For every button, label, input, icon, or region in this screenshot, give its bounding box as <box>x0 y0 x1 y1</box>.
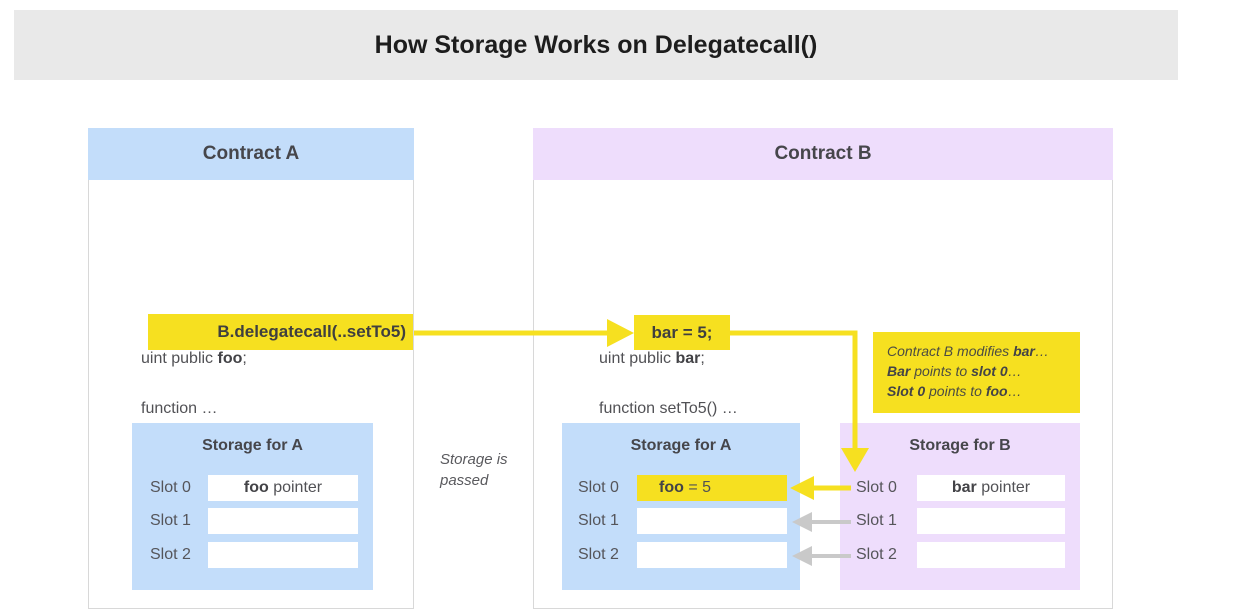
slot-rest: pointer <box>976 479 1031 496</box>
slot1-value-box <box>208 508 358 534</box>
note-bold: bar <box>1013 343 1035 359</box>
note-bold: foo <box>985 383 1008 399</box>
storage-a-right-box: Storage for A Slot 0 foo = 5 Slot 1 Slot… <box>562 423 800 590</box>
assignment-highlight: bar = 5; <box>634 315 730 350</box>
slot1-label: Slot 1 <box>578 512 619 529</box>
storage-a-left-title: Storage for A <box>202 437 303 454</box>
slot-rest: pointer <box>268 479 323 496</box>
slot-var: bar <box>951 479 977 496</box>
slot1-label: Slot 1 <box>856 512 897 529</box>
decl-var: bar <box>675 350 701 367</box>
storage-b-title: Storage for B <box>909 437 1011 454</box>
note-text: Contract B modifies <box>887 343 1014 359</box>
decl-post: ; <box>700 350 705 367</box>
storage-passed-label: Storage is passed <box>440 449 508 491</box>
slot2-value-box <box>917 542 1065 568</box>
slot-var: foo <box>659 479 684 496</box>
note-bold: Slot 0 <box>887 383 926 399</box>
note-bold: slot 0 <box>971 363 1008 379</box>
note-bold: Bar <box>887 363 911 379</box>
decl-pre: uint public <box>141 350 218 367</box>
note-line-1: Contract B modifies bar… <box>887 341 1080 361</box>
contract-b-header: Contract B <box>533 128 1113 180</box>
explanation-note-box: Contract B modifies bar… Bar points to s… <box>873 332 1080 413</box>
slot0-value-box: bar pointer <box>917 475 1065 501</box>
slot0-label: Slot 0 <box>150 479 191 496</box>
decl-post: ; <box>242 350 247 367</box>
contract-b-declaration: uint public bar; <box>599 350 705 368</box>
delegatecall-highlight: B.delegatecall(..setTo5) <box>148 314 413 350</box>
note-text: … <box>1034 343 1049 359</box>
note-text: … <box>1007 383 1022 399</box>
note-text: … <box>1007 363 1022 379</box>
note-line-2: Bar points to slot 0… <box>887 361 1080 381</box>
slot1-value-box <box>637 508 787 534</box>
note-text: points to <box>925 383 986 399</box>
contract-b-function-line: function setTo5() … <box>599 400 738 417</box>
slot0-label: Slot 0 <box>578 479 619 496</box>
note-text: points to <box>910 363 972 379</box>
contract-a-header: Contract A <box>88 128 414 180</box>
storage-a-right-title: Storage for A <box>630 437 732 454</box>
slot2-value-box <box>637 542 787 568</box>
slot2-label: Slot 2 <box>856 546 897 563</box>
contract-a-declaration: uint public foo; <box>141 350 247 368</box>
storage-passed-line2: passed <box>440 472 489 489</box>
slot-var: foo <box>243 479 269 496</box>
decl-pre: uint public <box>599 350 676 367</box>
slot0-label: Slot 0 <box>856 479 897 496</box>
contract-a-function-line: function … <box>141 400 218 417</box>
slot0-value-box: foo pointer <box>208 475 358 501</box>
storage-a-left-box: Storage for A Slot 0 foo pointer Slot 1 … <box>132 423 373 590</box>
slot2-value-box <box>208 542 358 568</box>
note-line-3: Slot 0 points to foo… <box>887 381 1080 401</box>
decl-var: foo <box>217 350 243 367</box>
slot-rest: = 5 <box>683 479 712 496</box>
slot2-label: Slot 2 <box>578 546 619 563</box>
slot0-value-box-highlighted: foo = 5 <box>637 475 787 501</box>
slot1-value-box <box>917 508 1065 534</box>
storage-b-box: Storage for B Slot 0 bar pointer Slot 1 … <box>840 423 1080 590</box>
diagram-title: How Storage Works on Delegatecall() <box>14 10 1178 80</box>
storage-passed-line1: Storage is <box>440 451 508 468</box>
slot2-label: Slot 2 <box>150 546 191 563</box>
slot1-label: Slot 1 <box>150 512 191 529</box>
